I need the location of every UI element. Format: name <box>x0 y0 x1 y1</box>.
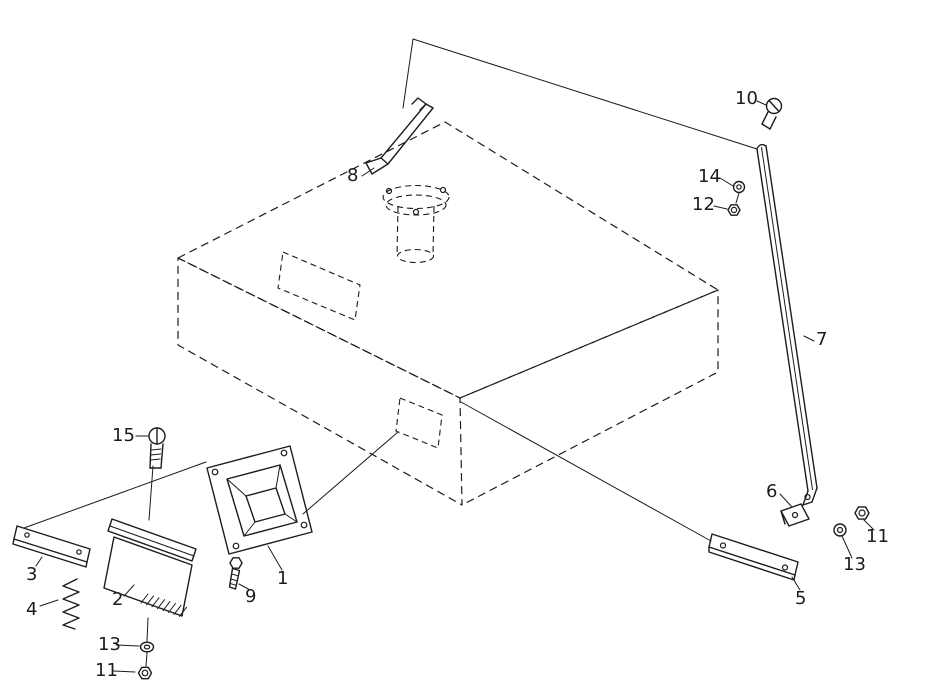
screw-part-10 <box>761 97 783 130</box>
neck-screw-hole <box>412 208 420 216</box>
neck-screw-hole <box>385 187 393 195</box>
tank-hatch-outline <box>277 251 361 321</box>
part-label-5: 5 <box>795 588 807 609</box>
nut-part-12 <box>727 204 741 216</box>
bolt-part-9 <box>228 557 243 590</box>
strap-part-3 <box>12 525 91 568</box>
part-label-7: 7 <box>816 329 828 350</box>
bezel-frame-part-1 <box>206 445 313 555</box>
part-label-13-right: 13 <box>843 554 866 575</box>
washer-part-14 <box>732 180 746 194</box>
nut-part-11-right <box>854 506 870 520</box>
tank-lower-plate-outline <box>395 397 443 449</box>
washer-part-13-left <box>139 641 155 653</box>
part-label-8: 8 <box>347 165 359 186</box>
label-leader-lines <box>35 100 875 673</box>
nut-part-11-left <box>137 666 153 680</box>
part-label-2: 2 <box>112 589 124 610</box>
part-label-3: 3 <box>26 564 38 585</box>
part-label-13-left: 13 <box>98 634 121 655</box>
part-label-14: 14 <box>698 166 721 187</box>
part-label-10: 10 <box>735 88 758 109</box>
part-label-12: 12 <box>692 194 715 215</box>
part-label-11-left: 11 <box>95 660 118 681</box>
part-label-15: 15 <box>112 425 135 446</box>
filler-neck <box>382 184 450 264</box>
part-label-6: 6 <box>766 481 778 502</box>
part-label-1: 1 <box>277 568 289 589</box>
tank-body <box>177 121 719 506</box>
strap-part-5 <box>708 533 799 581</box>
part-label-11-right: 11 <box>866 526 889 547</box>
washer-part-13-right <box>833 523 847 537</box>
assembly-reference-lines <box>23 38 758 667</box>
part-label-9: 9 <box>245 586 257 607</box>
clip-part-6 <box>780 503 810 527</box>
neck-screw-hole <box>439 186 447 194</box>
screw-part-15 <box>148 427 166 469</box>
flap-plate-part-2 <box>103 518 197 617</box>
part-label-4: 4 <box>26 599 38 620</box>
spring-part-4 <box>62 578 80 630</box>
rail-part-7 <box>756 143 818 506</box>
bracket-part-8 <box>365 97 434 175</box>
flap-hatching <box>140 593 187 617</box>
